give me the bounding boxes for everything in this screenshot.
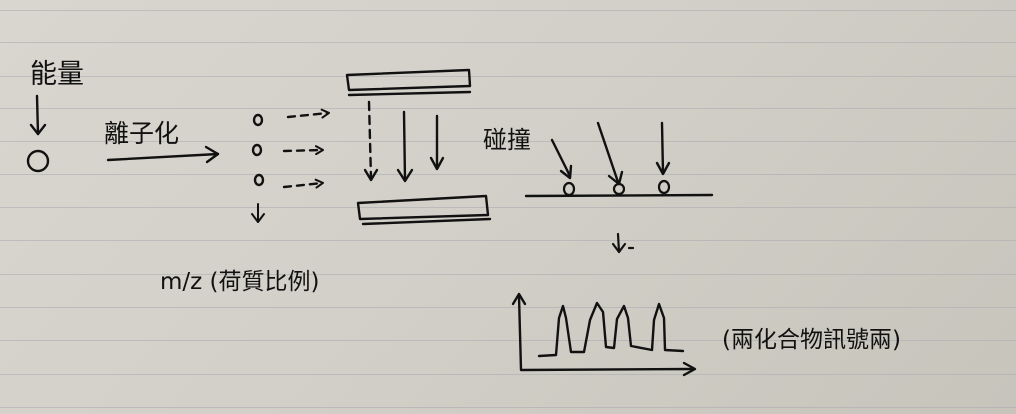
signal-axes: [511, 292, 697, 377]
detector-surface: [524, 193, 714, 198]
signal-trace: [537, 301, 685, 358]
label-energy: 能量: [30, 59, 84, 90]
label-signal: (兩化合物訊號兩): [722, 327, 901, 353]
energy-arrow: [29, 94, 47, 136]
label-mass-charge: m/z (荷質比例): [160, 269, 320, 295]
collision-arrows: [550, 121, 671, 186]
ion-trajectory-arrows: [282, 108, 330, 189]
analyzer-plate-top: [345, 68, 472, 97]
down-arrow-detector: [611, 232, 635, 254]
label-ionization: 離子化: [104, 119, 180, 148]
ion-particles: [251, 113, 265, 187]
detector-particles: [562, 179, 671, 197]
ionization-arrow: [106, 145, 220, 164]
down-arrow-small: [251, 203, 265, 223]
label-collision: 碰撞: [483, 126, 531, 154]
analyzer-plate-bottom: [356, 194, 492, 226]
deflection-arrows: [363, 100, 445, 183]
sample-molecule: [26, 149, 50, 173]
